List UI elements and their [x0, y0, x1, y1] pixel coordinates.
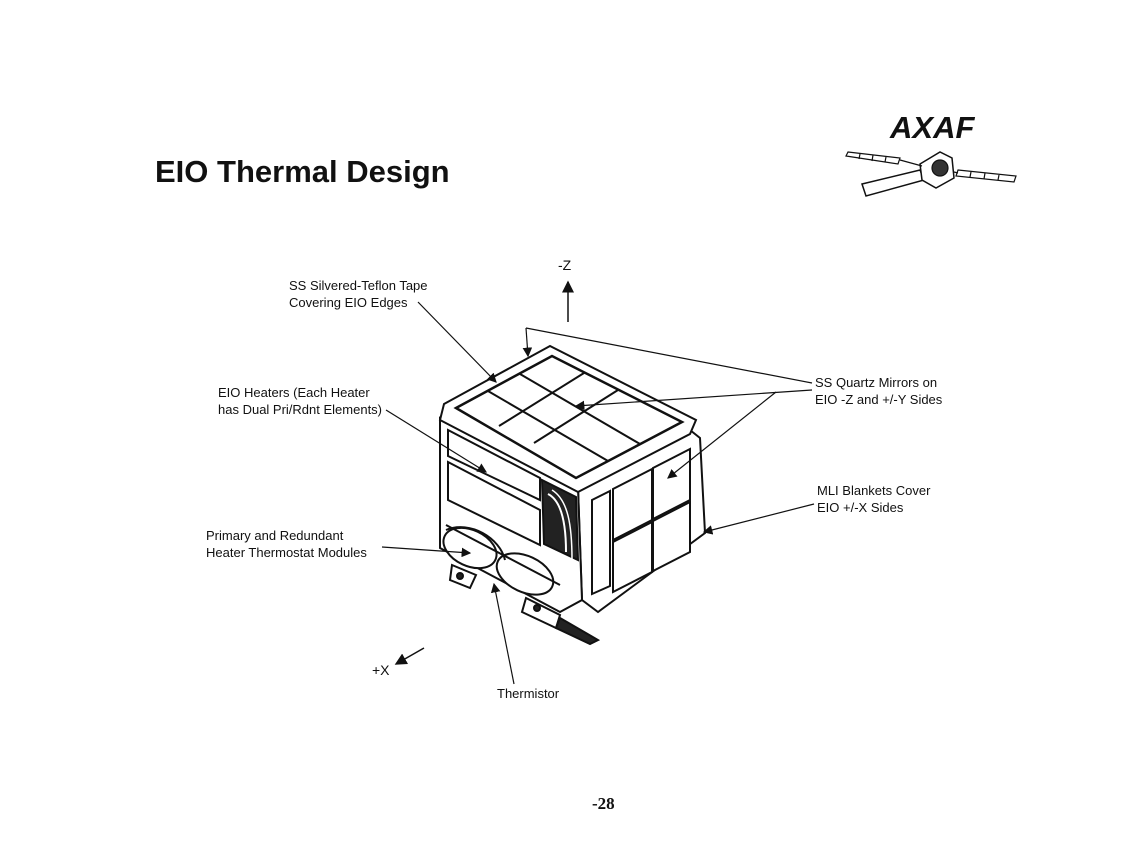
- mirrors-leader-2: [574, 389, 813, 411]
- tape-callout-line-2: Covering EIO Edges: [289, 295, 408, 310]
- page-number: -28: [592, 794, 615, 813]
- mirrors-leader-1b: [522, 327, 533, 358]
- heaters-callout: EIO Heaters (Each Heater has Dual Pri/Rd…: [218, 384, 382, 418]
- x-axis-arrow: [394, 647, 425, 665]
- mirrors-callout-line-1: SS Quartz Mirrors on: [815, 375, 938, 390]
- top-quartz-mirrors: [487, 372, 641, 462]
- heaters-callout-line-1: EIO Heaters (Each Heater: [218, 385, 370, 400]
- thermostats-callout-line-2: Heater Thermostat Modules: [206, 545, 367, 560]
- tape-leader: [417, 301, 497, 383]
- x-axis-label: +X: [372, 662, 390, 678]
- page-title: EIO Thermal Design: [155, 154, 450, 189]
- front-face-details: [442, 428, 601, 646]
- mli-leader: [702, 503, 815, 535]
- tape-callout-line-1: SS Silvered-Teflon Tape: [289, 278, 428, 293]
- mli-callout-line-1: MLI Blankets Cover: [817, 483, 931, 498]
- thermostats-callout: Primary and Redundant Heater Thermostat …: [206, 527, 367, 561]
- z-axis-label: -Z: [558, 257, 572, 273]
- mirrors-leader-3: [667, 391, 777, 479]
- mirrors-leader-1: [525, 327, 813, 384]
- thermistor-callout: Thermistor: [497, 686, 560, 701]
- mli-callout: MLI Blankets Cover EIO +/-X Sides: [817, 482, 930, 516]
- spacecraft-icon: [845, 151, 1017, 197]
- mirrors-callout-line-2: EIO -Z and +/-Y Sides: [815, 392, 943, 407]
- mli-callout-line-2: EIO +/-X Sides: [817, 500, 904, 515]
- tape-callout: SS Silvered-Teflon Tape Covering EIO Edg…: [289, 277, 428, 311]
- side-quartz-mirrors: [591, 447, 691, 596]
- heaters-callout-line-2: has Dual Pri/Rdnt Elements): [218, 402, 383, 417]
- axaf-logo: AXAF: [890, 110, 975, 145]
- heaters-leader: [385, 409, 488, 473]
- thermistor-leader: [490, 582, 515, 685]
- thermostats-leader: [381, 546, 472, 558]
- thermostats-callout-line-1: Primary and Redundant: [206, 528, 344, 543]
- mirrors-callout: SS Quartz Mirrors on EIO -Z and +/-Y Sid…: [815, 374, 942, 408]
